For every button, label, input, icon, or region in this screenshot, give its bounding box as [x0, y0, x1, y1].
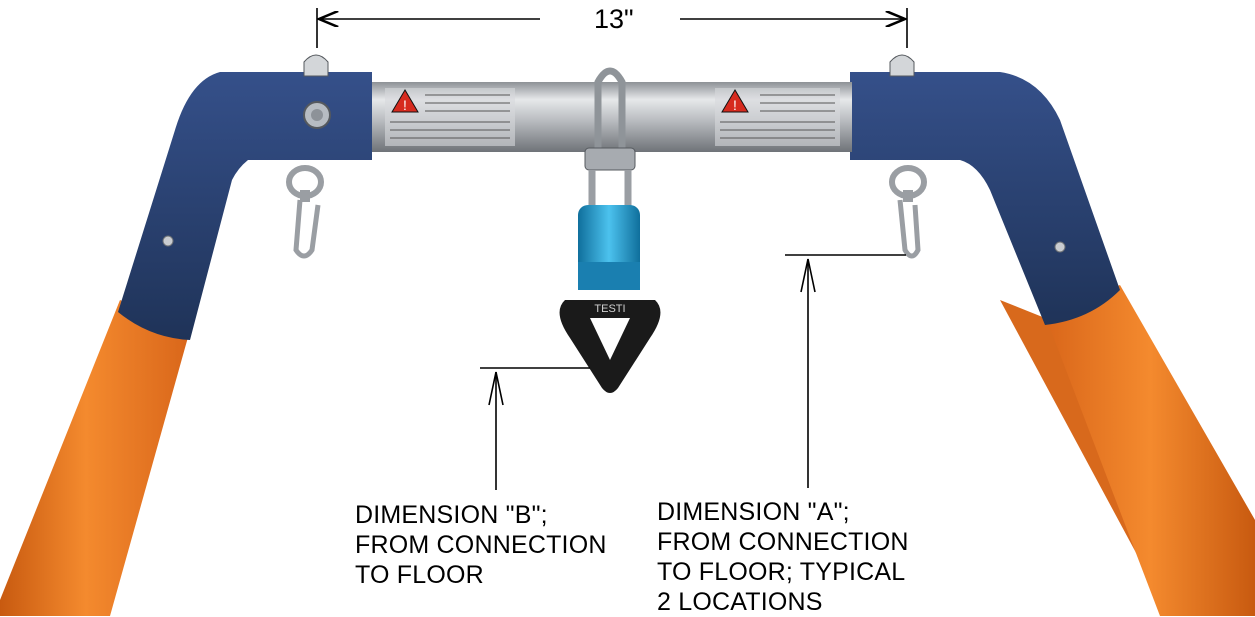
right-warning-exclamation-icon: ! [733, 97, 737, 113]
left-eyebolt-hook [286, 165, 324, 259]
top-dimension-value: 13" [594, 4, 634, 34]
dimension-b-label: DIMENSION "B"; FROM CONNECTION TO FLOOR [355, 501, 607, 589]
right-warning-label: ! [715, 88, 840, 146]
dimension-a-leader [785, 254, 906, 488]
left-cap-nut [303, 54, 329, 77]
right-blue-elbow [850, 72, 1120, 325]
dimension-b-leader [480, 367, 590, 490]
left-rivet [162, 235, 174, 247]
left-warning-label: ! [385, 88, 515, 146]
left-orange-tube [0, 300, 190, 616]
left-warning-triangle-icon [391, 89, 419, 113]
right-leg [850, 54, 1255, 616]
crossbar: ! ! [372, 67, 852, 152]
top-dimension [316, 8, 908, 48]
swivel-clamp [584, 147, 636, 171]
right-front-orange-tube [1045, 285, 1255, 616]
swivel-brand-text: TESTI [594, 303, 625, 315]
left-warning-exclamation-icon: ! [403, 97, 407, 113]
top-eyebolt-loop [594, 67, 626, 150]
right-rivet [1054, 241, 1066, 253]
right-warning-triangle-icon [721, 89, 749, 113]
right-cap-nut [889, 54, 915, 77]
dimension-a-label: DIMENSION "A"; FROM CONNECTION TO FLOOR;… [657, 498, 909, 616]
left-leg [0, 54, 372, 616]
center-swivel: TESTI [559, 147, 661, 393]
left-bolt-center [311, 109, 323, 121]
left-blue-elbow [118, 72, 372, 340]
right-eyebolt-hook [889, 165, 927, 259]
